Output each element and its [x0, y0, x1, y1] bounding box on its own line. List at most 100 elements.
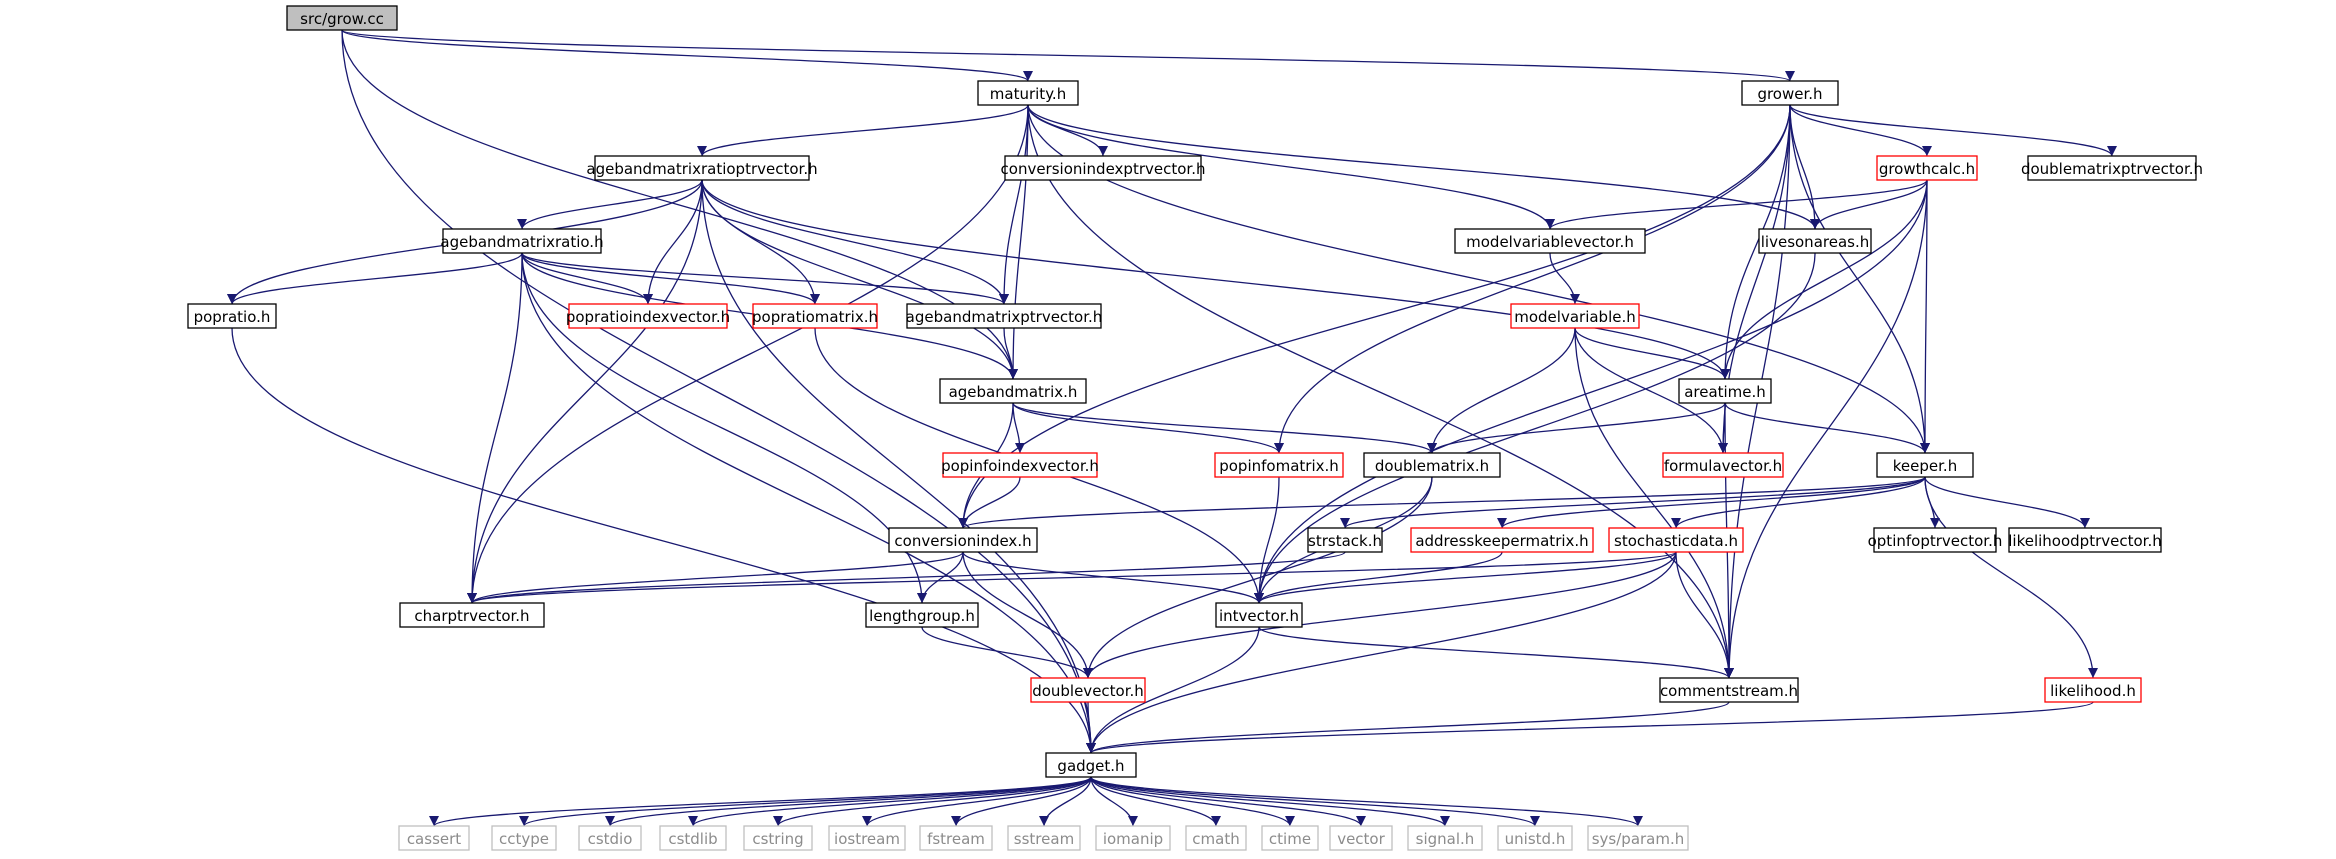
edge-growthcalc-to-keeper: [1920, 179, 1931, 454]
node-popinfomatrix[interactable]: popinfomatrix.h: [1214, 452, 1344, 478]
edge-modelvariable-to-doublematrix: [1427, 327, 1576, 454]
edge-grow-to-grower: [341, 29, 1795, 82]
node-label: signal.h: [1416, 830, 1475, 848]
edge-grower-to-areatime: [1720, 104, 1791, 380]
node-abm[interactable]: agebandmatrix.h: [939, 378, 1087, 404]
node-popratioidxvec[interactable]: popratioindexvector.h: [566, 303, 730, 329]
edge-gadget-to-cstring: [773, 776, 1092, 827]
node-doublematrix[interactable]: doublematrix.h: [1363, 452, 1501, 478]
edge-popinfoidxvec-to-conversionindex: [958, 476, 1021, 529]
node-likelihoodptrvector[interactable]: likelihoodptrvector.h: [2008, 527, 2162, 553]
edge-modelvariable-to-commentstream: [1574, 327, 1734, 679]
node-dmpv[interactable]: doublematrixptrvector.h: [2021, 155, 2203, 181]
node-label: likelihoodptrvector.h: [2008, 532, 2161, 550]
node-label: agebandmatrixratioptrvector.h: [586, 160, 817, 178]
node-box: [919, 825, 993, 851]
edge-keeper-to-addresskeepermatrix: [1497, 476, 1926, 529]
node-box: [286, 5, 398, 31]
edge-gadget-to-iomanip: [1090, 776, 1138, 827]
node-popratio[interactable]: popratio.h: [187, 303, 277, 329]
node-mvv[interactable]: modelvariablevector.h: [1454, 228, 1646, 254]
node-box: [1873, 527, 1997, 553]
node-areatime[interactable]: areatime.h: [1678, 378, 1772, 404]
node-stochasticdata[interactable]: stochasticdata.h: [1608, 527, 1744, 553]
edge-gadget-to-vector: [1090, 776, 1366, 827]
edge-abmratio-to-popratio: [227, 252, 523, 305]
node-label: conversionindex.h: [894, 532, 1031, 550]
node-label: livesonareas.h: [1761, 233, 1869, 251]
node-label: agebandmatrixratio.h: [440, 233, 603, 251]
node-label: optinfoptrvector.h: [1868, 532, 2003, 550]
node-label: strstack.h: [1308, 532, 1382, 550]
node-label: cmath: [1192, 830, 1239, 848]
node-keeper[interactable]: keeper.h: [1876, 452, 1974, 478]
edge-abmratio-to-charptrvector: [467, 252, 523, 604]
node-lengthgroup[interactable]: lengthgroup.h: [865, 602, 979, 628]
node-strstack[interactable]: strstack.h: [1307, 527, 1383, 553]
node-commentstream[interactable]: commentstream.h: [1659, 677, 1799, 703]
node-box: [1454, 228, 1646, 254]
node-box: [939, 378, 1087, 404]
edge-abmrpv-to-abm: [701, 179, 1018, 380]
node-label: popratioindexvector.h: [566, 308, 730, 326]
edge-strstack-to-charptrvector: [467, 551, 1346, 604]
edge-commentstream-to-gadget: [1086, 701, 1730, 754]
edge-grow-to-gadget: [341, 29, 1096, 754]
node-box: [1095, 825, 1171, 851]
node-label: stochasticdata.h: [1614, 532, 1738, 550]
edge-gadget-to-cstdio: [605, 776, 1092, 827]
node-intvector[interactable]: intvector.h: [1215, 602, 1303, 628]
node-box: [1261, 825, 1319, 851]
edge-growthcalc-to-areatime: [1720, 179, 1928, 380]
node-doublevector[interactable]: doublevector.h: [1030, 677, 1146, 703]
node-box: [1678, 378, 1772, 404]
node-growthcalc[interactable]: growthcalc.h: [1876, 155, 1978, 181]
edge-popinfomatrix-to-intvector: [1254, 476, 1280, 604]
node-box: [491, 825, 557, 851]
node-cmath: cmath: [1185, 825, 1247, 851]
node-iostream: iostream: [828, 825, 906, 851]
node-cstdio: cstdio: [578, 825, 642, 851]
node-optinfoptrvector[interactable]: optinfoptrvector.h: [1868, 527, 2003, 553]
node-grow[interactable]: src/grow.cc: [286, 5, 398, 31]
node-label: gadget.h: [1057, 757, 1124, 775]
node-label: ctime: [1269, 830, 1311, 848]
node-box: [2027, 155, 2197, 181]
node-popinfoidxvec[interactable]: popinfoindexvector.h: [941, 452, 1099, 478]
edge-doublematrix-to-doublevector: [1083, 476, 1433, 679]
node-grower[interactable]: grower.h: [1741, 80, 1839, 106]
node-abmpv[interactable]: agebandmatrixptrvector.h: [906, 303, 1103, 329]
node-poprationmatrix[interactable]: popratiomatrix.h: [752, 303, 878, 329]
node-cidpv[interactable]: conversionindexptrvector.h: [1001, 155, 1206, 181]
node-box: [828, 825, 906, 851]
node-box: [942, 452, 1098, 478]
node-box: [578, 825, 642, 851]
node-label: unistd.h: [1505, 830, 1566, 848]
edge-modelvariable-to-areatime: [1574, 327, 1730, 380]
node-box: [1363, 452, 1501, 478]
node-abmrpv[interactable]: agebandmatrixratioptrvector.h: [586, 155, 818, 181]
node-livesonareas[interactable]: livesonareas.h: [1758, 228, 1872, 254]
node-label: conversionindexptrvector.h: [1001, 160, 1206, 178]
node-modelvariable[interactable]: modelvariable.h: [1510, 303, 1640, 329]
node-conversionindex[interactable]: conversionindex.h: [888, 527, 1038, 553]
edge-intvector-to-commentstream: [1258, 626, 1734, 679]
node-charptrvector[interactable]: charptrvector.h: [399, 602, 545, 628]
edge-stochasticdata-to-gadget: [1086, 551, 1677, 754]
node-gadget[interactable]: gadget.h: [1045, 752, 1137, 778]
node-abmratio[interactable]: agebandmatrixratio.h: [440, 228, 604, 254]
node-box: [1758, 228, 1872, 254]
edge-gadget-to-fstream: [951, 776, 1092, 827]
node-box: [1587, 825, 1689, 851]
edge-stochasticdata-to-charptrvector: [467, 551, 1677, 604]
edge-gadget-to-sstream: [1039, 776, 1092, 827]
node-label: intvector.h: [1219, 607, 1299, 625]
node-formulavector[interactable]: formulavector.h: [1662, 452, 1784, 478]
edge-addresskeepermatrix-to-intvector: [1254, 551, 1503, 604]
node-maturity[interactable]: maturity.h: [977, 80, 1079, 106]
node-addresskeepermatrix[interactable]: addresskeepermatrix.h: [1410, 527, 1594, 553]
node-likelihood[interactable]: likelihood.h: [2044, 677, 2142, 703]
node-box: [1215, 602, 1303, 628]
edge-gadget-to-cmath: [1090, 776, 1221, 827]
